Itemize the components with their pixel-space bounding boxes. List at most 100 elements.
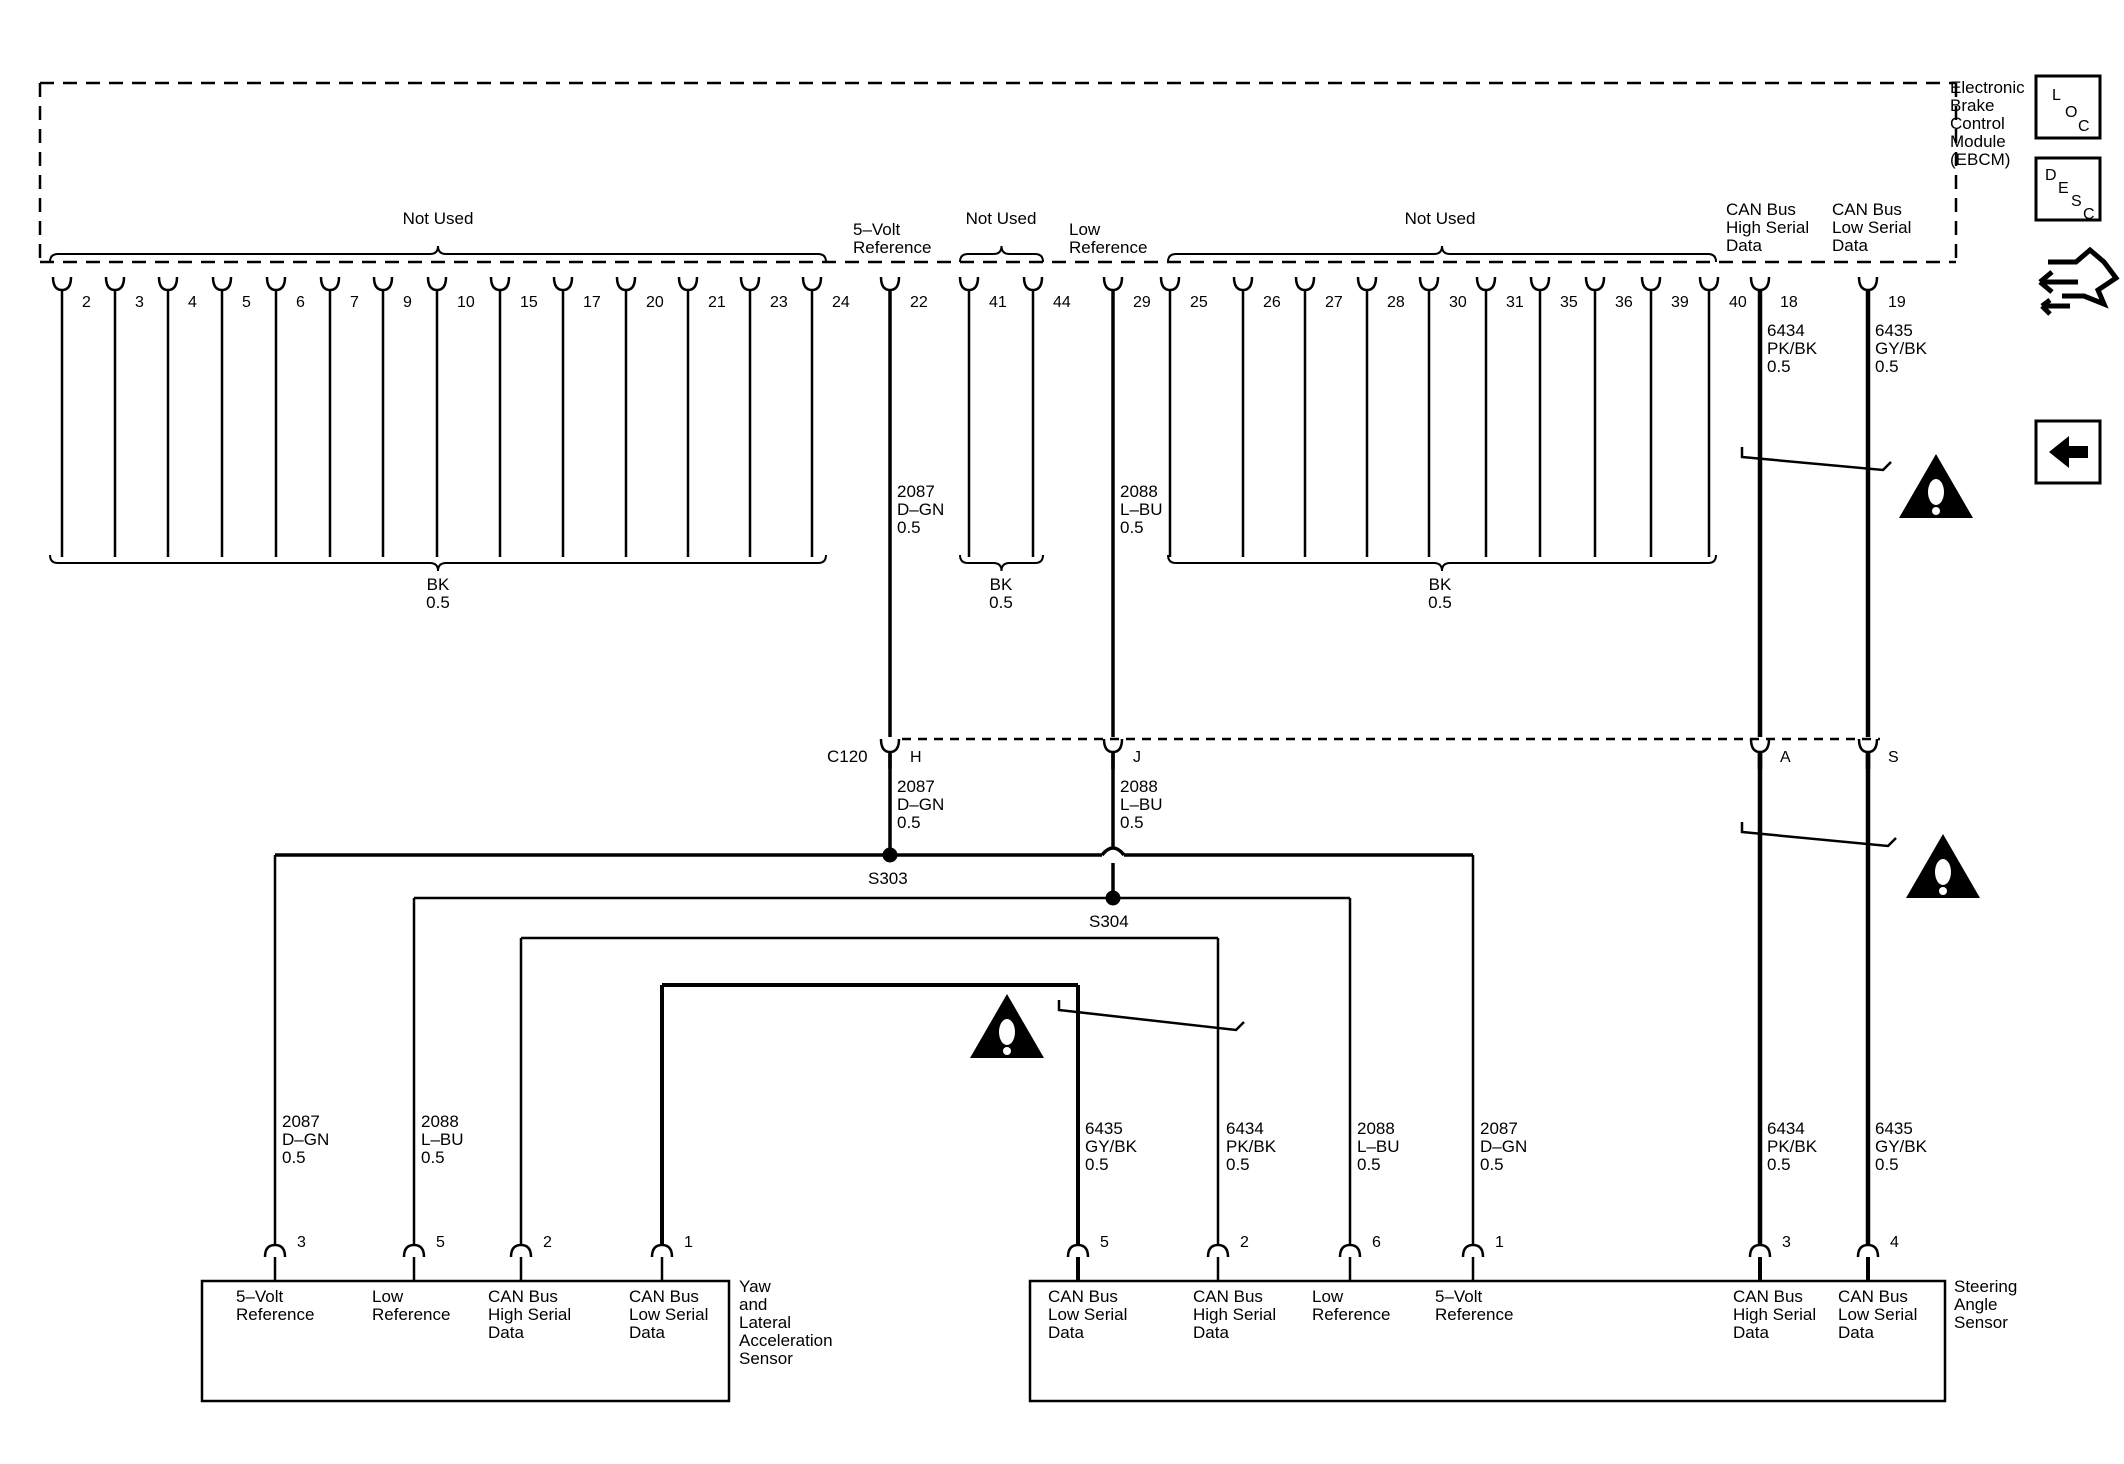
warning-icon-bang xyxy=(1935,859,1951,885)
steering-sensor-pin xyxy=(1338,1243,1362,1258)
ebcm-mid-pin-label: 44 xyxy=(1053,294,1071,311)
steering-sensor-pin-desc-line: Reference xyxy=(1312,1305,1390,1324)
ebcm-right-pin-36 xyxy=(1584,276,1606,292)
ebcm-right-pin-39 xyxy=(1640,276,1662,292)
ebcm-pin-18 xyxy=(1749,276,1771,292)
back-arrow-icon xyxy=(2049,436,2088,468)
ebcm-title-line: Module xyxy=(1950,132,2006,151)
ebcm-right-pin-label: 35 xyxy=(1560,294,1578,311)
connector-view-outline xyxy=(2048,246,2120,309)
not-used-left-label: Not Used xyxy=(403,209,474,228)
ebcm-left-pin-21 xyxy=(677,276,699,292)
bk-left-label-line: 0.5 xyxy=(426,593,450,612)
ebcm-right-pin-30 xyxy=(1418,276,1440,292)
twisted-pair-internal xyxy=(1057,1000,1245,1032)
splice-s304-label: S304 xyxy=(1089,912,1129,931)
wire-6435-steer-label-line: 6435 xyxy=(1085,1119,1123,1138)
steering-sensor-pin-desc-line: Data xyxy=(1048,1323,1084,1342)
ebcm-left-pin-2 xyxy=(51,276,73,292)
wire-6434-upper-label-line: 6434 xyxy=(1767,321,1805,340)
warning-icon-dot xyxy=(1003,1047,1011,1055)
splice-s303-label: S303 xyxy=(868,869,908,888)
connector-pin-h-label: H xyxy=(910,749,922,766)
desc-letter: C xyxy=(2083,206,2095,223)
ebcm-left-pin-label: 21 xyxy=(708,294,726,311)
steering-sensor-pin-desc-line: Data xyxy=(1838,1323,1874,1342)
yaw-sensor-pin xyxy=(650,1243,674,1258)
warning-icon xyxy=(1899,454,1973,518)
back-button[interactable] xyxy=(2034,419,2102,485)
ebcm-right-pin-40 xyxy=(1698,276,1720,292)
not-used-right-label: Not Used xyxy=(1405,209,1476,228)
ebcm-left-pin-20 xyxy=(615,276,637,292)
loc-letter: C xyxy=(2078,118,2090,135)
yaw-sensor-pin-desc-line: High Serial xyxy=(488,1305,571,1324)
yaw-sensor-pin-desc-line: Low Serial xyxy=(629,1305,708,1324)
ebcm-left-pin-label: 5 xyxy=(242,294,251,311)
wire-2088-upper-label-line: 2088 xyxy=(1120,482,1158,501)
ebcm-left-pin-9 xyxy=(372,276,394,292)
wire-2088-steer-label-line: L–BU xyxy=(1357,1137,1400,1156)
wire-2087-yaw-label-line: D–GN xyxy=(282,1130,329,1149)
desc-letter: E xyxy=(2058,180,2069,197)
ebcm-pin-29-label: 29 xyxy=(1133,294,1151,311)
loc-button[interactable]: LOC xyxy=(2034,74,2102,140)
wire-6435-steer-label-line: GY/BK xyxy=(1085,1137,1138,1156)
wire-2087-upper-label-line: 0.5 xyxy=(897,518,921,537)
wire-6435-upper-label-line: 0.5 xyxy=(1875,357,1899,376)
ebcm-pin-18-label: 18 xyxy=(1780,294,1798,311)
ebcm-left-pin-24 xyxy=(801,276,823,292)
ebcm-pin-29 xyxy=(1102,276,1124,292)
ebcm-pin-22 xyxy=(879,276,901,292)
ebcm-right-pin-label: 26 xyxy=(1263,294,1281,311)
twisted-pair-upper xyxy=(1740,447,1892,472)
connector-pin-s-label: S xyxy=(1888,749,1899,766)
loc-letter: L xyxy=(2052,87,2061,104)
steering-sensor-pin-label: 1 xyxy=(1495,1234,1504,1251)
wire-6435-lower-label-line: GY/BK xyxy=(1875,1137,1928,1156)
steering-sensor-title-line: Steering xyxy=(1954,1277,2017,1296)
yaw-sensor-title-line: Lateral xyxy=(739,1313,791,1332)
yaw-sensor-pin-desc-line: CAN Bus xyxy=(629,1287,699,1306)
yaw-sensor-pin xyxy=(402,1243,426,1258)
ebcm-left-pin-label: 4 xyxy=(188,294,197,311)
ebcm-right-pin-28 xyxy=(1356,276,1378,292)
wire-6435-steer-label-line: 0.5 xyxy=(1085,1155,1109,1174)
steering-sensor-pin-desc-line: CAN Bus xyxy=(1838,1287,1908,1306)
wire-2088-mid-label-line: 0.5 xyxy=(1120,813,1144,832)
bk-mid-label-line: BK xyxy=(990,575,1013,594)
yaw-sensor-pin-desc-line: Reference xyxy=(236,1305,314,1324)
connector-pin-j-label: J xyxy=(1133,749,1141,766)
connector-view-icon[interactable] xyxy=(2038,246,2120,316)
ebcm-pin-19 xyxy=(1857,276,1879,292)
yaw-sensor-pin-desc-line: 5–Volt xyxy=(236,1287,284,1306)
connector-name: C120 xyxy=(827,747,868,766)
ebcm-left-pin-label: 6 xyxy=(296,294,305,311)
yaw-sensor-pin xyxy=(263,1243,287,1258)
ebcm-canhi-label-line: High Serial xyxy=(1726,218,1809,237)
connector-view-arrow xyxy=(2038,270,2078,294)
wire-2087-upper-label-line: 2087 xyxy=(897,482,935,501)
ebcm-right-pin-label: 25 xyxy=(1190,294,1208,311)
ebcm-left-pin-label: 9 xyxy=(403,294,412,311)
not-used-left-brace xyxy=(49,245,827,263)
steering-sensor-title-line: Angle xyxy=(1954,1295,1997,1314)
ebcm-canhi-label-line: CAN Bus xyxy=(1726,200,1796,219)
bk-left-label-line: BK xyxy=(427,575,450,594)
steering-sensor-pin-desc-line: Low Serial xyxy=(1048,1305,1127,1324)
ebcm-left-pin-7 xyxy=(319,276,341,292)
ebcm-canlo-label-line: CAN Bus xyxy=(1832,200,1902,219)
ebcm-title-line: Control xyxy=(1950,114,2005,133)
